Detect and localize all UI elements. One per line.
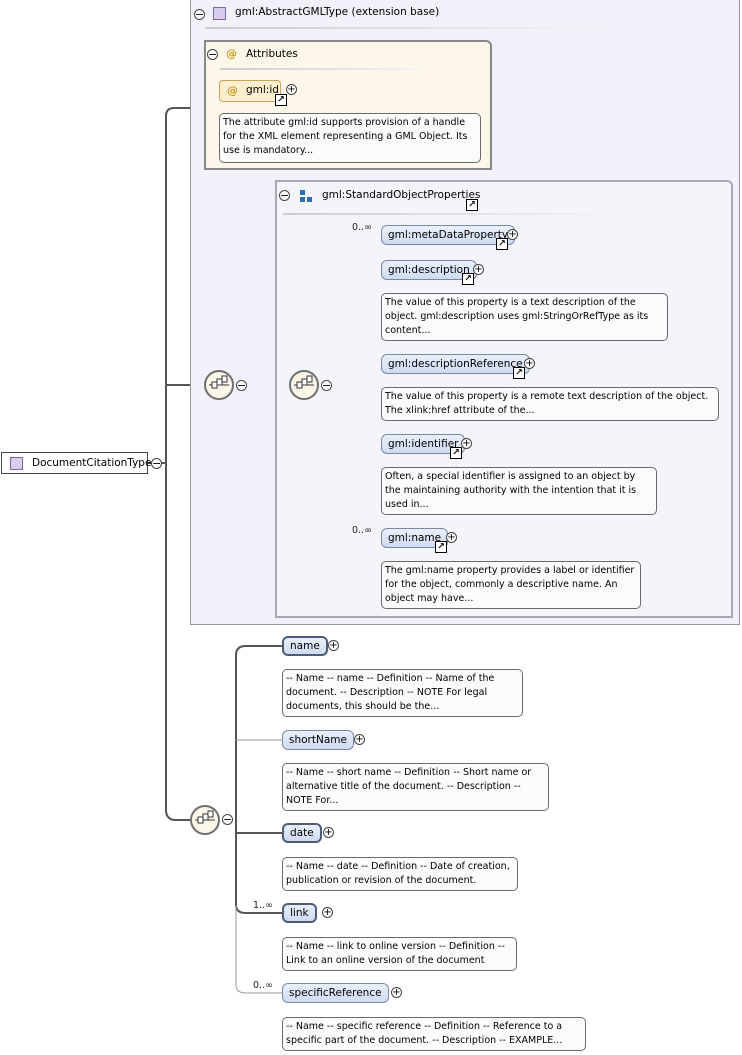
sequence-glyph: [195, 810, 215, 824]
doc-line: the maintaining authority with the inten…: [385, 485, 637, 496]
doc-line: -- Name -- date -- Definition -- Date of…: [286, 861, 510, 872]
doc-line: NOTE For...: [286, 795, 339, 806]
attribute-gml-id[interactable]: @ gml:id: [219, 80, 281, 102]
doc-line: documents, this should be the...: [286, 701, 440, 712]
element-gml-metadataproperty[interactable]: gml:metaDataProperty: [381, 225, 516, 245]
link-icon[interactable]: ↗: [435, 541, 447, 553]
root-type-label: DocumentCitationType: [32, 457, 152, 469]
divider: [205, 27, 605, 29]
expand-icon[interactable]: +: [286, 84, 297, 95]
element-shortname[interactable]: shortName: [282, 730, 354, 750]
expand-icon[interactable]: +: [446, 532, 457, 543]
sequence-compositor-icon[interactable]: [204, 370, 234, 400]
expand-icon[interactable]: +: [354, 734, 365, 745]
doc-line: The gml:name property provides a label o…: [385, 565, 635, 576]
identifier-doc-note: Often, a special identifier is assigned …: [381, 467, 657, 515]
expand-icon[interactable]: +: [473, 264, 484, 275]
name-doc-note: The gml:name property provides a label o…: [381, 561, 641, 609]
doc-line: object. gml:description uses gml:StringO…: [385, 311, 649, 322]
group-label: gml:StandardObjectProperties: [322, 189, 481, 201]
cardinality: 1..∞: [253, 900, 273, 911]
expand-icon[interactable]: +: [322, 907, 333, 918]
date-definition-note: -- Name -- date -- Definition -- Date of…: [282, 857, 518, 891]
element-name[interactable]: name: [282, 636, 328, 656]
divider: [283, 213, 613, 215]
cardinality: 0..∞: [253, 980, 273, 991]
link-icon[interactable]: ↗: [450, 447, 462, 459]
element-link[interactable]: link: [282, 903, 317, 923]
doc-line: Link to an online version of the documen…: [286, 955, 485, 966]
collapse-icon[interactable]: −: [222, 813, 233, 826]
element-gml-descriptionreference[interactable]: gml:descriptionReference: [381, 354, 530, 374]
doc-line: content...: [385, 325, 431, 336]
complex-type-icon: [213, 7, 226, 20]
element-gml-description[interactable]: gml:description: [381, 260, 477, 280]
complex-type-icon: [10, 457, 23, 470]
link-icon[interactable]: ↗: [466, 199, 478, 211]
collapse-icon[interactable]: −: [207, 48, 218, 61]
element-gml-identifier[interactable]: gml:identifier: [381, 434, 466, 454]
name-definition-note: -- Name -- name -- Definition -- Name of…: [282, 669, 523, 717]
expand-icon[interactable]: +: [507, 229, 518, 240]
doc-line: object may have...: [385, 593, 474, 604]
link-icon[interactable]: ↗: [513, 367, 525, 379]
root-type-box[interactable]: DocumentCitationType: [1, 452, 152, 474]
sequence-compositor-icon[interactable]: [190, 805, 220, 835]
link-definition-note: -- Name -- link to online version -- Def…: [282, 937, 517, 971]
extension-base-label: gml:AbstractGMLType (extension base): [235, 6, 440, 18]
element-specificreference[interactable]: specificReference: [282, 983, 389, 1003]
doc-line: document. -- Description -- NOTE For leg…: [286, 687, 488, 698]
expand-icon[interactable]: +: [323, 827, 334, 838]
collapse-icon[interactable]: −: [236, 379, 247, 392]
doc-line: -- Name -- name -- Definition -- Name of…: [286, 673, 495, 684]
collapse-icon[interactable]: −: [194, 8, 205, 21]
link-icon[interactable]: ↗: [462, 273, 474, 285]
expand-icon[interactable]: +: [461, 438, 472, 449]
collapse-icon[interactable]: −: [321, 379, 332, 392]
attribute-icon: @: [226, 47, 237, 60]
attributes-title: Attributes: [246, 48, 298, 60]
link-icon[interactable]: ↗: [496, 238, 508, 250]
doc-line: -- Name -- specific reference -- Definit…: [286, 1021, 563, 1032]
doc-line: -- Name -- short name -- Definition -- S…: [286, 767, 532, 778]
attribute-icon: @: [227, 84, 238, 97]
specificreference-definition-note: -- Name -- specific reference -- Definit…: [282, 1017, 586, 1051]
doc-line: for the XML element representing a GML O…: [223, 131, 468, 142]
doc-line: The value of this property is a text des…: [385, 297, 636, 308]
collapse-icon[interactable]: −: [151, 457, 162, 470]
attributes-box: − @ Attributes @ gml:id ↗ + The attribut…: [204, 40, 492, 170]
description-reference-doc-note: The value of this property is a remote t…: [381, 387, 719, 421]
doc-line: specific part of the document. -- Descri…: [286, 1035, 563, 1046]
expand-icon[interactable]: +: [391, 987, 402, 998]
doc-line: Often, a special identifier is assigned …: [385, 471, 636, 482]
expand-icon[interactable]: +: [328, 640, 339, 651]
doc-line: use is mandatory...: [223, 145, 314, 156]
group-icon: [300, 190, 312, 202]
divider: [220, 68, 420, 70]
attribute-doc-note: The attribute gml:id supports provision …: [219, 113, 481, 163]
doc-line: The value of this property is a remote t…: [385, 391, 709, 402]
doc-line: The xlink:href attribute of the...: [385, 405, 535, 416]
description-doc-note: The value of this property is a text des…: [381, 293, 668, 341]
doc-line: publication or revision of the document.: [286, 875, 477, 886]
shortname-definition-note: -- Name -- short name -- Definition -- S…: [282, 763, 549, 811]
doc-line: alternative title of the document. -- De…: [286, 781, 521, 792]
cardinality: 0..∞: [352, 525, 372, 536]
doc-line: for the object, commonly a descriptive n…: [385, 579, 618, 590]
doc-line: The attribute gml:id supports provision …: [223, 117, 466, 128]
cardinality: 0..∞: [352, 222, 372, 233]
element-gml-name[interactable]: gml:name: [381, 528, 449, 548]
sequence-glyph: [209, 375, 229, 389]
expand-icon[interactable]: +: [524, 358, 535, 369]
doc-line: used in...: [385, 499, 429, 510]
element-date[interactable]: date: [282, 823, 322, 843]
collapse-icon[interactable]: −: [279, 189, 290, 202]
doc-line: -- Name -- link to online version -- Def…: [286, 941, 505, 952]
sequence-compositor-icon[interactable]: [289, 370, 319, 400]
sequence-glyph: [294, 375, 314, 389]
attribute-label: gml:id: [246, 84, 279, 96]
link-icon[interactable]: ↗: [275, 94, 287, 106]
